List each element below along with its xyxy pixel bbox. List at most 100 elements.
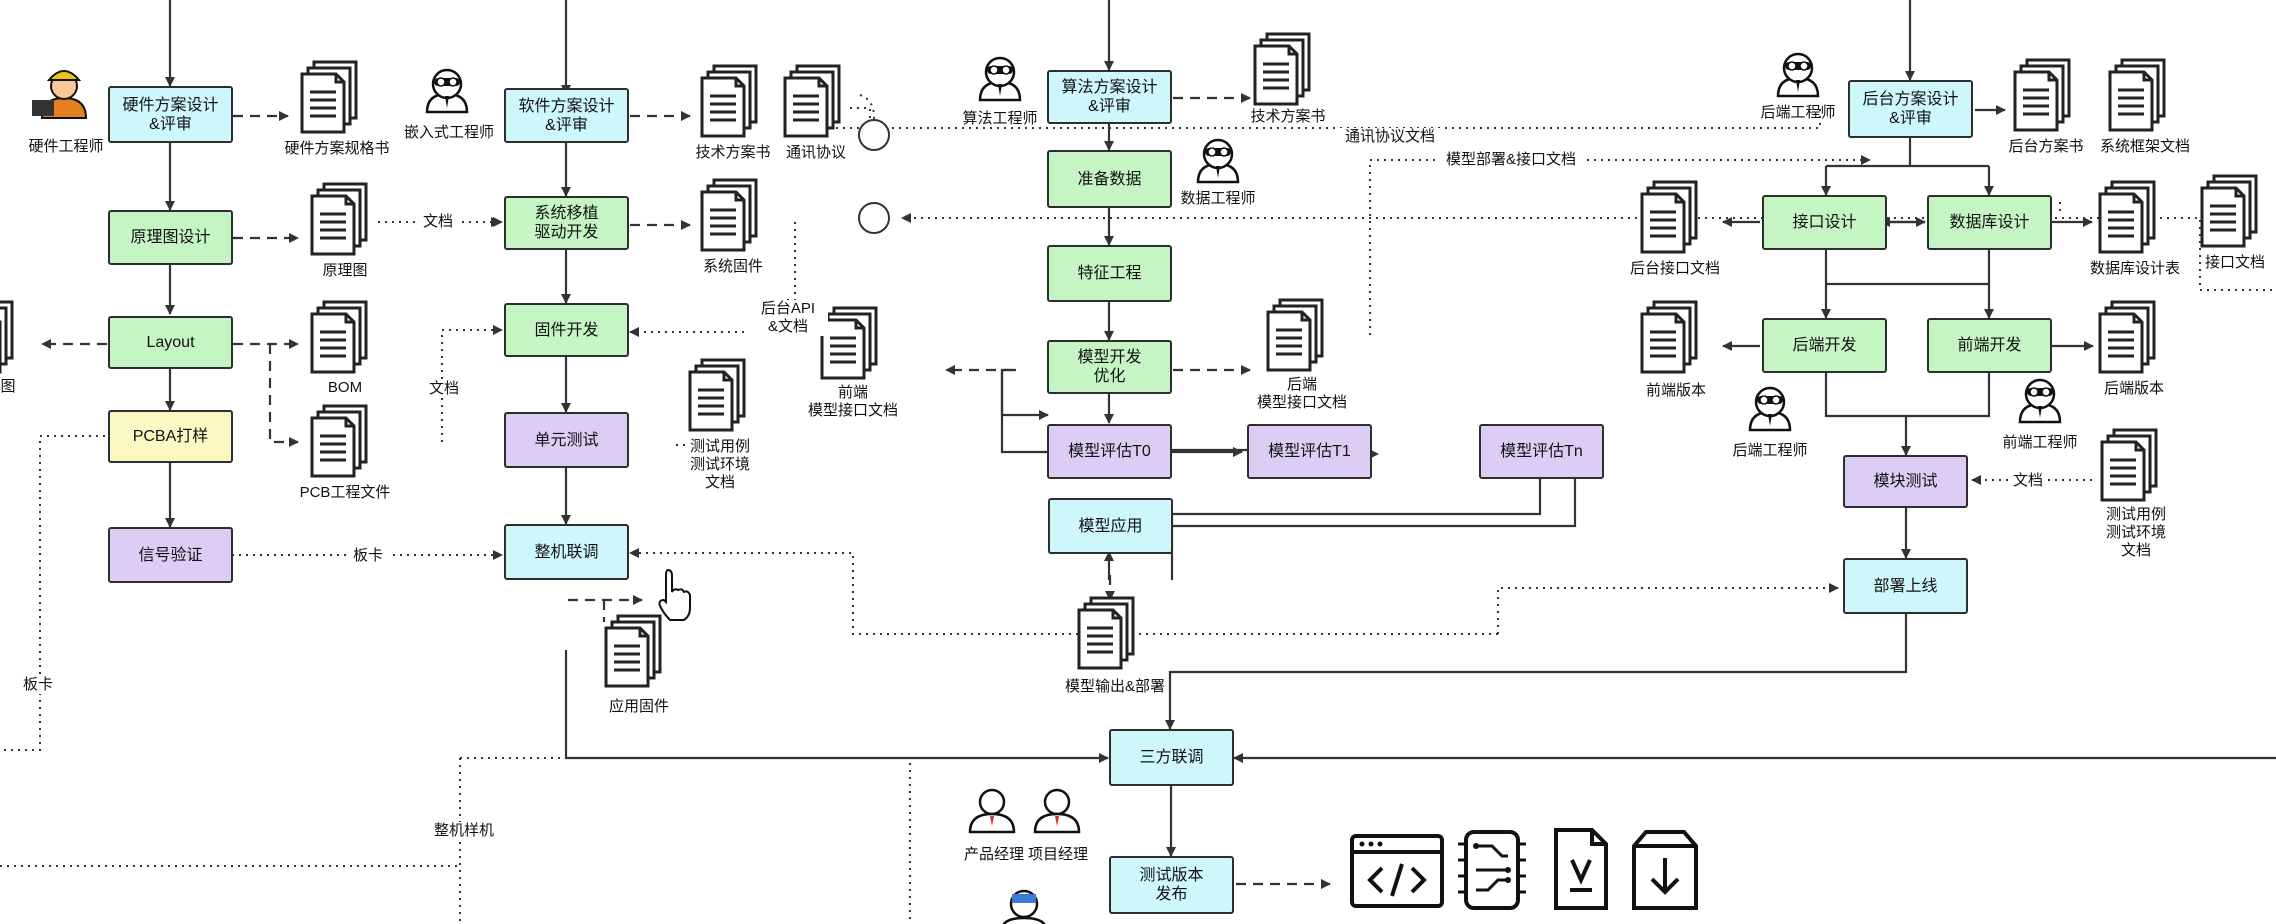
- signed-document-icon: [1554, 828, 1608, 910]
- edge-label: 文档: [424, 380, 464, 398]
- junction-circle: [858, 202, 890, 234]
- algorithm-design-box[interactable]: 算法方案设计 &评审: [1047, 70, 1172, 124]
- doc-label: 技术方案书: [695, 144, 771, 161]
- pointer-hand-icon: [658, 568, 691, 621]
- doc-label: 图: [0, 378, 16, 395]
- model-eval-t0-box[interactable]: 模型评估T0: [1047, 424, 1172, 479]
- junction-circle: [858, 119, 890, 151]
- doc-label: 接口文档: [2204, 254, 2265, 271]
- frontend-engineer-icon: [2018, 378, 2062, 424]
- pcba-box[interactable]: PCBA打样: [108, 410, 233, 463]
- document-icon: [0, 300, 14, 374]
- document-icon: [2098, 180, 2156, 254]
- module-test-box[interactable]: 模块测试: [1843, 455, 1968, 508]
- doc-label: 后台接口文档: [1629, 260, 1720, 277]
- document-icon: [1640, 180, 1698, 254]
- doc-label: 原理图: [322, 262, 368, 279]
- hardware-design-box[interactable]: 硬件方案设计 &评审: [108, 86, 233, 143]
- signal-verify-box[interactable]: 信号验证: [108, 527, 233, 583]
- model-eval-t1-box[interactable]: 模型评估T1: [1247, 424, 1372, 479]
- edge-label: 通讯协议文档: [1338, 128, 1442, 146]
- hardware-engineer-icon: [32, 70, 88, 119]
- document-icon: [2100, 428, 2158, 502]
- document-icon: [1077, 596, 1135, 670]
- role-label: 前端工程师: [2002, 434, 2078, 451]
- software-design-box[interactable]: 软件方案设计 &评审: [504, 88, 629, 143]
- code-window-icon: [1350, 834, 1444, 908]
- porting-driver-box[interactable]: 系统移植 驱动开发: [504, 196, 629, 250]
- document-icon: [700, 178, 758, 252]
- doc-label: 技术方案书: [1250, 108, 1326, 125]
- layout-box[interactable]: Layout: [108, 316, 233, 369]
- document-icon: [2013, 58, 2071, 132]
- doc-label: 后台方案书: [2008, 138, 2084, 155]
- unit-test-box[interactable]: 单元测试: [504, 412, 629, 468]
- doc-label: 应用固件: [608, 698, 669, 715]
- tester-icon: [1002, 889, 1046, 924]
- role-label: 嵌入式工程师: [403, 124, 494, 141]
- document-icon: [310, 182, 368, 256]
- doc-label: 后端 模型接口文档: [1256, 376, 1347, 411]
- doc-label: 系统固件: [702, 258, 763, 275]
- role-label: 硬件工程师: [28, 138, 104, 155]
- download-box-icon: [1632, 830, 1698, 910]
- role-label: 产品经理: [963, 846, 1024, 863]
- product-manager-icon: [968, 788, 1016, 834]
- document-icon: [783, 64, 841, 138]
- backend-engineer-icon: [1776, 52, 1820, 98]
- model-eval-tn-box[interactable]: 模型评估Tn: [1479, 424, 1604, 479]
- document-icon: [1640, 300, 1698, 374]
- edge-label: 整机样机: [426, 822, 502, 840]
- feature-engineering-box[interactable]: 特征工程: [1047, 245, 1172, 302]
- api-design-box[interactable]: 接口设计: [1762, 195, 1887, 250]
- doc-label: PCB工程文件: [299, 484, 391, 501]
- document-icon: [1266, 298, 1324, 372]
- model-application-box[interactable]: 模型应用: [1048, 498, 1173, 554]
- document-icon: [310, 300, 368, 374]
- doc-label: 系统框架文档: [2099, 138, 2190, 155]
- deploy-box[interactable]: 部署上线: [1843, 558, 1968, 614]
- role-label: 后端工程师: [1732, 442, 1808, 459]
- doc-label: 硬件方案规格书: [284, 140, 390, 157]
- backend-design-box[interactable]: 后台方案设计 &评审: [1848, 80, 1973, 138]
- doc-label: 测试用例 测试环境 文档: [689, 438, 750, 491]
- doc-label: 通讯协议: [785, 144, 846, 161]
- project-manager-icon: [1033, 788, 1081, 834]
- integration-box[interactable]: 整机联调: [504, 524, 629, 580]
- frontend-dev-box[interactable]: 前端开发: [1927, 318, 2052, 373]
- firmware-dev-box[interactable]: 固件开发: [504, 303, 629, 357]
- role-label: 数据工程师: [1180, 190, 1256, 207]
- model-dev-box[interactable]: 模型开发 优化: [1047, 340, 1172, 394]
- edge-label: 文档: [2008, 472, 2048, 490]
- role-label: 后端工程师: [1760, 104, 1836, 121]
- prepare-data-box[interactable]: 准备数据: [1047, 150, 1172, 208]
- embedded-engineer-icon: [425, 68, 469, 114]
- doc-label: 前端 模型接口文档: [807, 384, 898, 419]
- test-release-box[interactable]: 测试版本 发布: [1109, 856, 1234, 914]
- backend-dev-box[interactable]: 后端开发: [1762, 318, 1887, 373]
- edge-label: 后台API &文档: [748, 300, 828, 336]
- three-way-integration-box[interactable]: 三方联调: [1109, 729, 1234, 786]
- document-icon: [604, 614, 662, 688]
- edge-label: 文档: [418, 213, 458, 231]
- document-icon: [700, 64, 758, 138]
- doc-label: 模型输出&部署: [1064, 678, 1165, 695]
- doc-label: 后端版本: [2103, 380, 2164, 397]
- document-icon: [2200, 174, 2258, 248]
- backend-engineer-icon: [1748, 386, 1792, 432]
- document-icon: [820, 306, 878, 380]
- document-icon: [1253, 32, 1311, 106]
- doc-label: 数据库设计表: [2089, 260, 2180, 277]
- document-icon: [688, 358, 746, 432]
- document-icon: [310, 404, 368, 478]
- role-label: 算法工程师: [962, 110, 1038, 127]
- data-engineer-icon: [1196, 138, 1240, 184]
- doc-label: BOM: [327, 379, 363, 396]
- edge-label: 板卡: [348, 547, 388, 565]
- document-icon: [2108, 58, 2166, 132]
- database-design-box[interactable]: 数据库设计: [1927, 195, 2052, 250]
- schematic-design-box[interactable]: 原理图设计: [108, 210, 233, 265]
- role-label: 项目经理: [1027, 846, 1088, 863]
- document-icon: [2098, 300, 2156, 374]
